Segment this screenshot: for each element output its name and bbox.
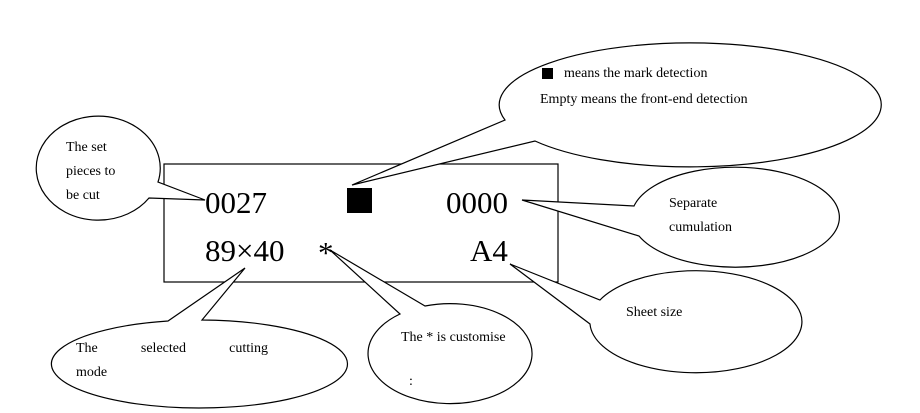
separate-line-1: Separate <box>669 196 718 211</box>
pieces-value: 0027 <box>205 185 267 220</box>
callout-sheet-size <box>509 263 803 374</box>
selected-mode-line-1: The selected cutting <box>76 337 268 361</box>
customise-extra: : <box>409 374 413 389</box>
selected-mode-line-2: mode <box>76 365 108 380</box>
mark-detection-text: means the mark detection <box>564 66 708 81</box>
callout-customise <box>329 249 533 405</box>
set-pieces-line-3: be cut <box>66 188 100 203</box>
callout-mark-detection <box>351 42 882 186</box>
display-frame <box>163 163 559 283</box>
set-pieces-line-1: The set <box>66 140 107 155</box>
selected-mode-word-1: The <box>76 341 98 356</box>
custom-symbol: * <box>318 235 334 270</box>
sheet-size-text: Sheet size <box>626 305 683 320</box>
callout-set-pieces <box>35 115 206 221</box>
selected-mode-word-2: selected <box>140 341 186 356</box>
selected-mode-word-3: cutting <box>229 341 268 356</box>
set-pieces-line-2: pieces to <box>66 164 116 179</box>
separate-line-2: cumulation <box>669 220 732 235</box>
mode-value: 89×40 <box>205 233 285 268</box>
front-end-detection-text: Empty means the front-end detection <box>540 92 748 107</box>
mark-detection-square <box>347 188 372 213</box>
cumulation-value: 0000 <box>446 185 508 220</box>
sheet-size-value: A4 <box>470 233 508 268</box>
callout-separate-cumulation <box>521 166 840 268</box>
callout-selected-mode <box>50 267 349 409</box>
customise-text: The * is customise <box>401 330 506 345</box>
legend-square <box>542 68 553 79</box>
